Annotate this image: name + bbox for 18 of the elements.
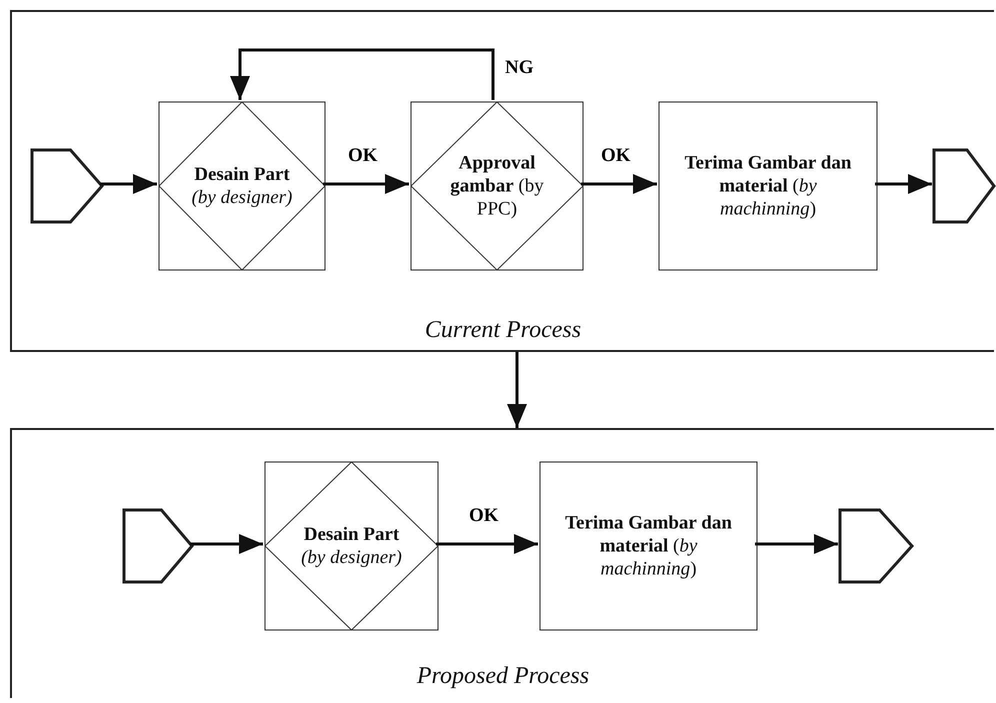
arrow [230,48,494,100]
arrow [875,174,932,194]
process-panel [10,428,994,698]
node-label: Desain Part (by designer) [191,163,293,209]
panel-title: Current Process [424,319,582,342]
arrow [581,174,657,194]
arrow [323,174,409,194]
node-label: Approval gambar (by PPC) [449,152,545,220]
arrow [100,174,157,194]
arrow [190,534,263,554]
arrow [755,534,838,554]
process-panel [10,10,994,352]
panel-title: Proposed Process [416,665,590,688]
node-label: Terima Gambar dan material (by machinning) [564,512,733,580]
arrow [436,534,538,554]
node-label: Terima Gambar dan material (by machinning) [684,152,852,220]
arrow [507,352,527,428]
node-label: Desain Part (by designer) [300,523,403,569]
